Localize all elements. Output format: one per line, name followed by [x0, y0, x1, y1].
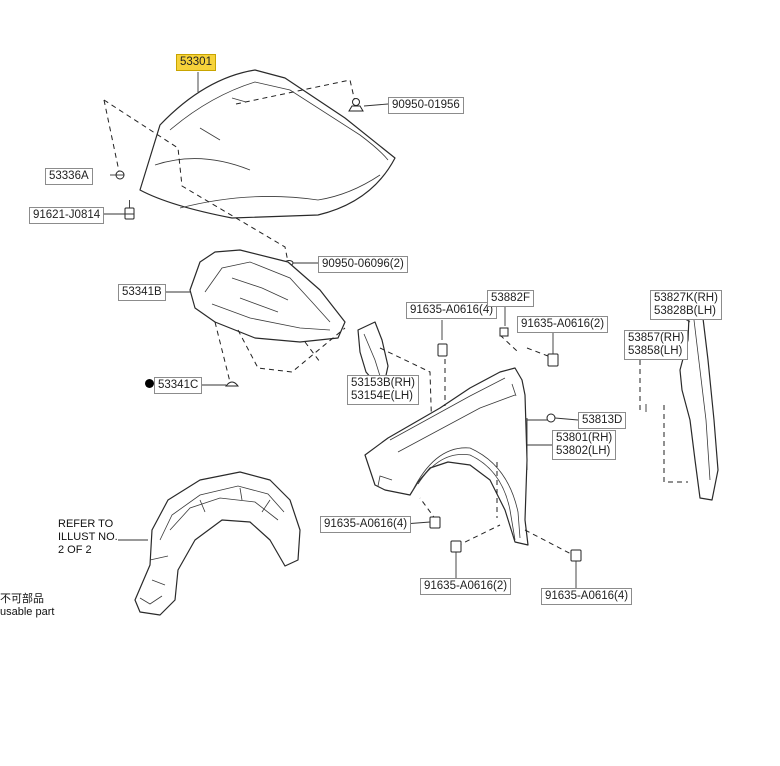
part-label-fender-seal[interactable]: 53153B(RH) 53154E(LH): [347, 375, 419, 405]
fender-pad-rh: 53857(RH): [628, 332, 685, 344]
part-label-hood-cushion-top[interactable]: 90950-01956: [388, 97, 464, 114]
fender-seal-rh: 53153B(RH): [351, 377, 415, 389]
fender-rh: 53801(RH): [556, 432, 613, 444]
part-label-hinge-bolt[interactable]: 91621-J0814: [29, 207, 105, 224]
part-label-fender-bolt-top-right[interactable]: 91635-A0616(2): [517, 316, 609, 333]
fender-liner-strip[interactable]: [679, 291, 719, 501]
part-label-hood-hinge[interactable]: 53336A: [45, 168, 93, 185]
insulator-clip-icon: [224, 381, 240, 387]
part-label-fender[interactable]: 53801(RH) 53802(LH): [552, 430, 617, 460]
part-label-hood[interactable]: 53301: [176, 54, 216, 71]
part-label-hood-insulator[interactable]: 53341B: [118, 284, 166, 301]
bolt-icon: [450, 540, 462, 553]
wheel-liner[interactable]: [134, 471, 301, 616]
legend-note-en: usable part: [0, 606, 55, 618]
non-reusable-dot-icon: [145, 379, 154, 388]
seal-dot-icon: [546, 413, 556, 423]
bolt-icon: [547, 353, 559, 367]
part-label-fender-liner[interactable]: 53827K(RH) 53828B(LH): [650, 290, 722, 320]
bolt-icon: [570, 549, 582, 562]
refer-note-line3: 2 OF 2: [58, 544, 92, 556]
fender-pad-lh: 53858(LH): [628, 345, 683, 357]
part-label-fender-pad[interactable]: 53857(RH) 53858(LH): [624, 330, 689, 360]
part-label-fender-bolt-lower-left[interactable]: 91635-A0616(4): [320, 516, 412, 533]
hinge-bolt-icon: [124, 200, 135, 220]
fender-lh: 53802(LH): [556, 445, 611, 457]
part-label-fender-bolt-lower-right[interactable]: 91635-A0616(4): [541, 588, 633, 605]
refer-note: REFER TO ILLUST NO. 2 OF 2: [58, 518, 118, 557]
legend-note-cn: 不可部品: [0, 593, 44, 605]
hood-cushion-icon: [348, 98, 364, 112]
part-label-fender-seal-small[interactable]: 53813D: [578, 412, 627, 429]
part-label-fender-bolt-lower-mid[interactable]: 91635-A0616(2): [420, 578, 512, 595]
refer-note-line1: REFER TO: [58, 518, 114, 530]
hood-panel[interactable]: [139, 69, 396, 219]
legend-note: 不可部品 usable part: [0, 593, 54, 619]
bolt-icon: [429, 516, 441, 529]
part-label-hood-cushion-grommet[interactable]: 90950-06096(2): [318, 256, 408, 273]
fender-seal-lh: 53154E(LH): [351, 390, 414, 402]
front-fender[interactable]: [364, 367, 529, 546]
clip-icon: [499, 327, 509, 337]
part-label-insulator-clip[interactable]: 53341C: [154, 377, 203, 394]
part-label-fender-bolt-top-left[interactable]: 91635-A0616(4): [406, 302, 498, 319]
fender-liner-rh: 53827K(RH): [654, 292, 718, 304]
refer-note-line2: ILLUST NO.: [58, 531, 118, 543]
bolt-icon: [437, 343, 448, 357]
fender-liner-lh: 53828B(LH): [654, 305, 717, 317]
part-label-fender-clip[interactable]: 53882F: [487, 290, 535, 307]
